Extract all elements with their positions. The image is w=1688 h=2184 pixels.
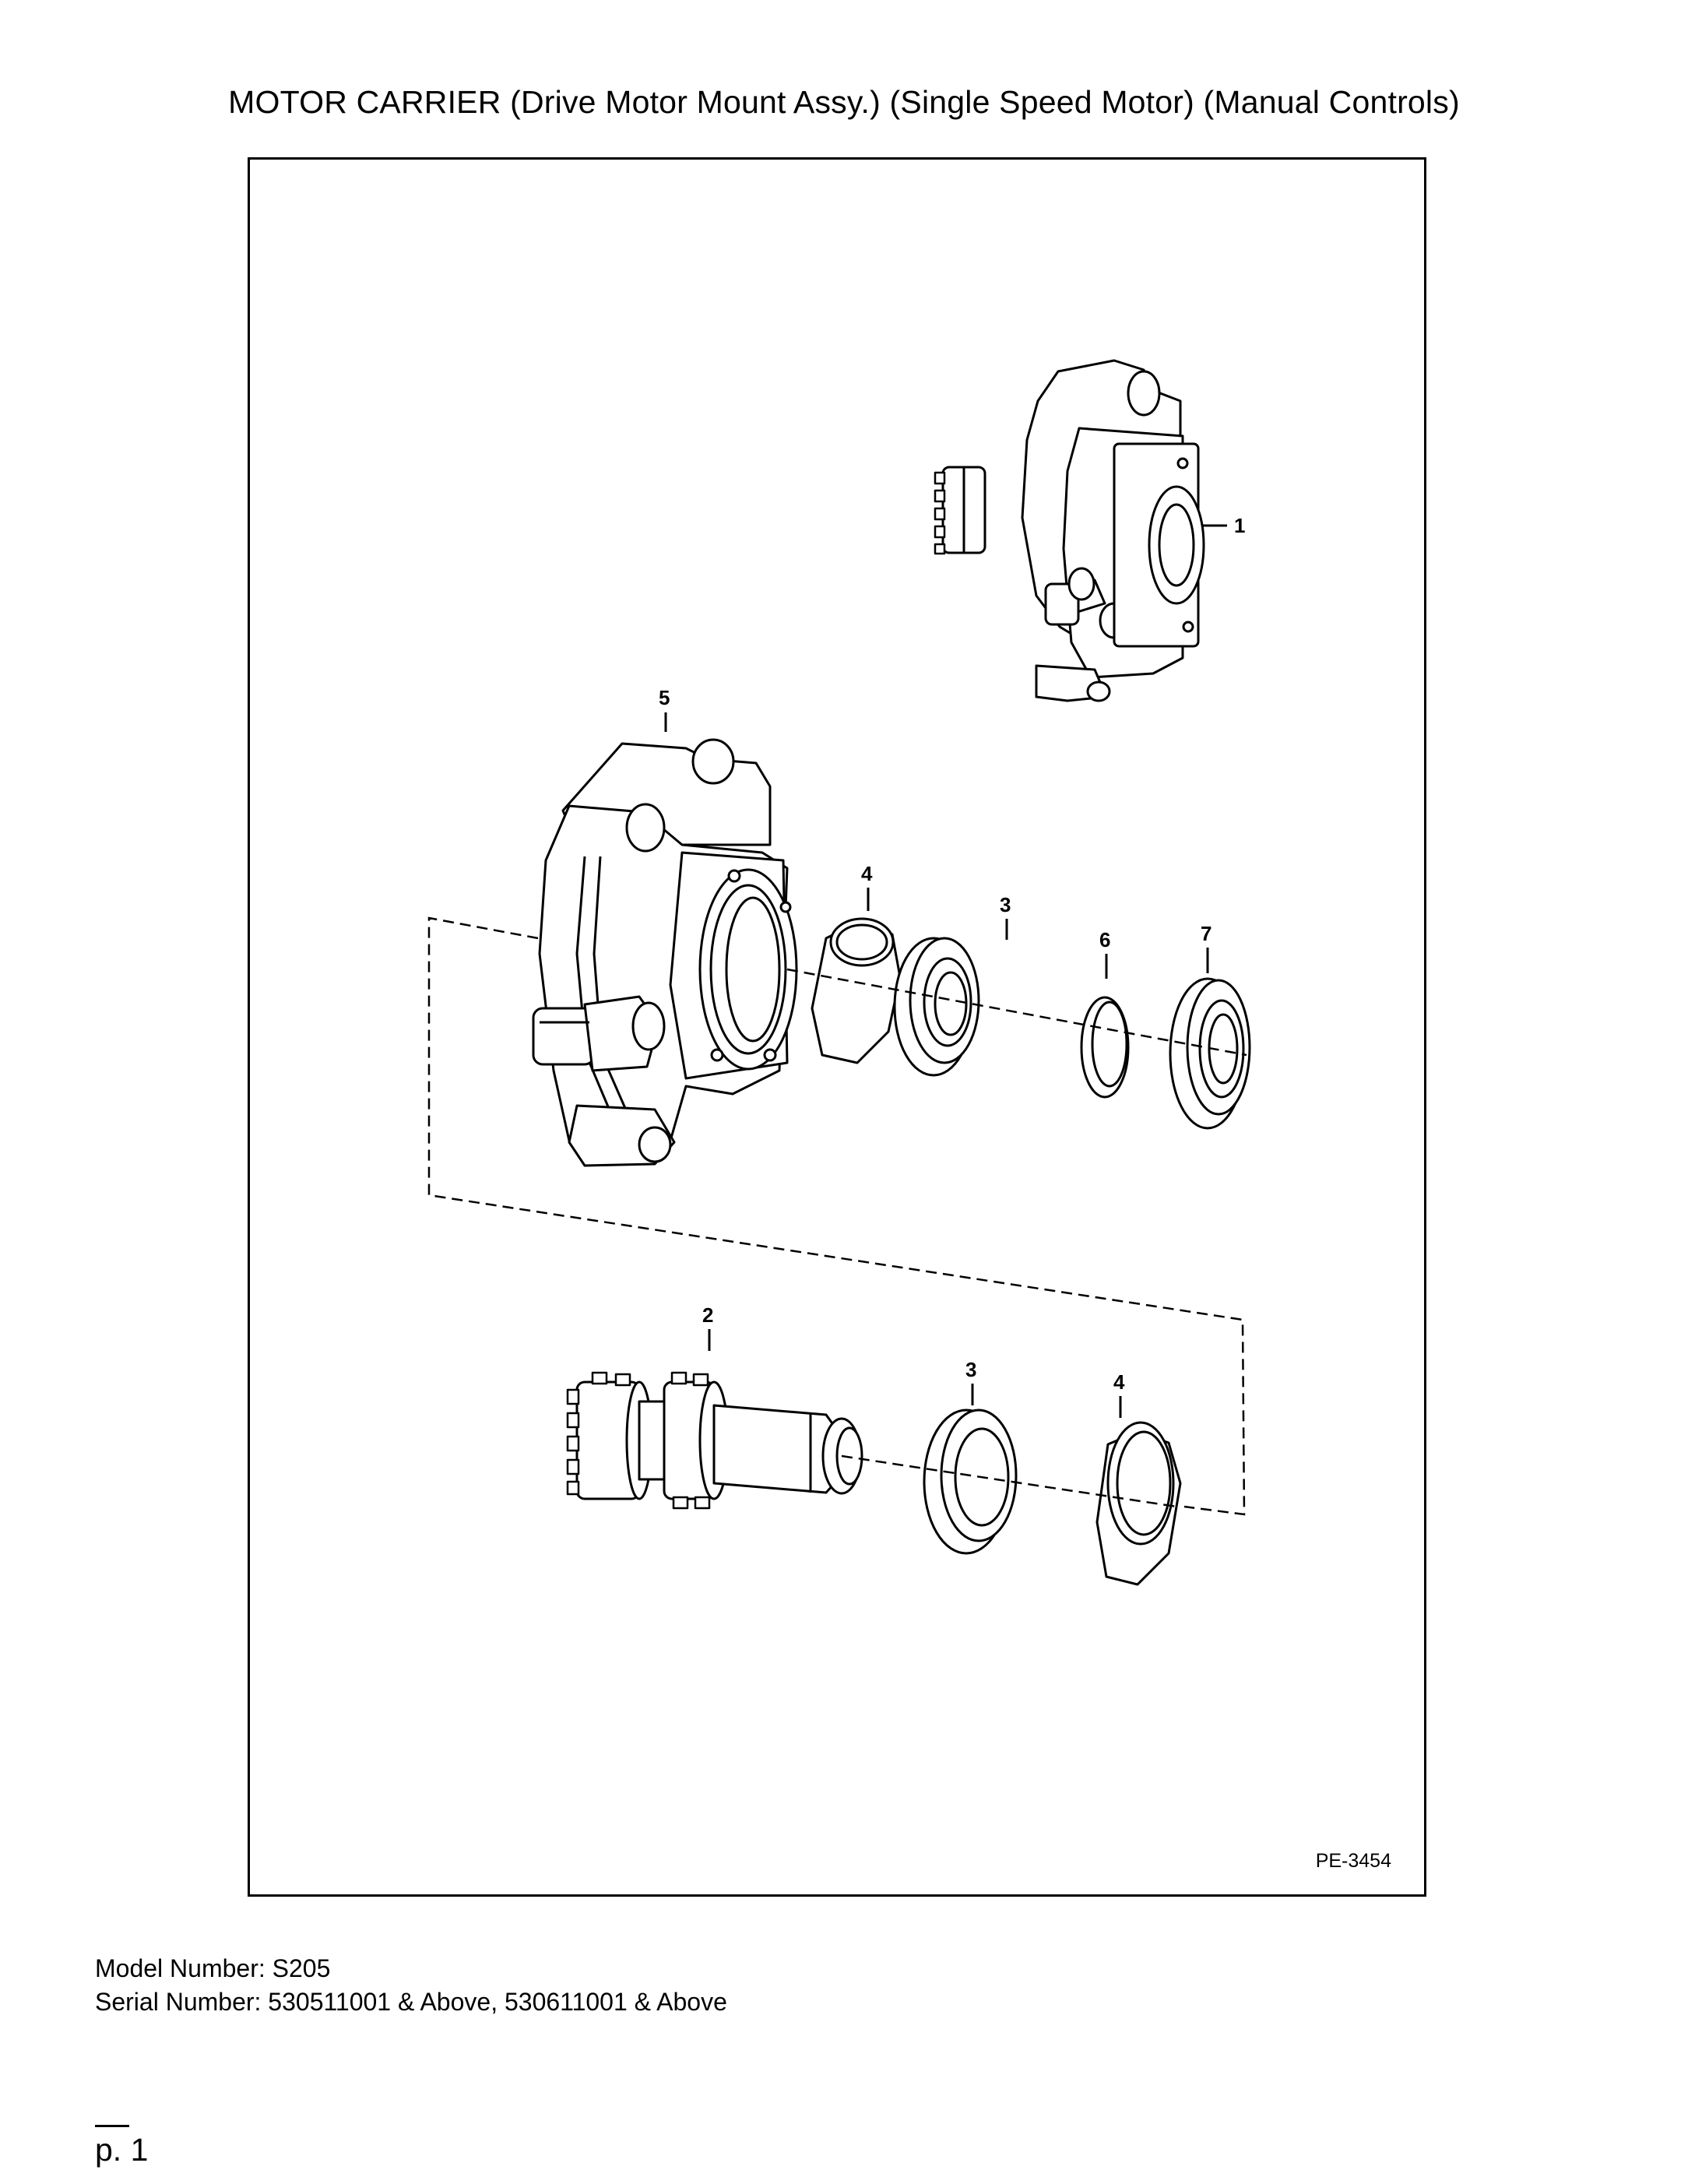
exploded-parts-diagram: 1 5 4 3 6 7 2 3 4 bbox=[427, 359, 1251, 1586]
model-number: Model Number: S205 bbox=[95, 1954, 331, 1982]
callout-4-lower: 4 bbox=[1113, 1370, 1125, 1394]
page-rule bbox=[95, 2125, 129, 2127]
page-title: MOTOR CARRIER (Drive Motor Mount Assy.) … bbox=[228, 84, 1460, 120]
callout-1: 1 bbox=[1234, 514, 1245, 537]
part-4-bearing-cup-lower bbox=[1095, 1421, 1182, 1586]
part-4-bearing-cup-upper bbox=[811, 917, 902, 1064]
part-1-assembled-carrier bbox=[934, 359, 1205, 702]
alignment-lines bbox=[427, 916, 1247, 1516]
part-3-bearing-upper bbox=[893, 937, 980, 1077]
part-5-housing bbox=[532, 738, 798, 1167]
page-number: p. 1 bbox=[95, 2132, 149, 2168]
plate-id: PE-3454 bbox=[1315, 1850, 1391, 1872]
callout-5: 5 bbox=[659, 686, 670, 709]
diagram-frame: 1 5 4 3 6 7 2 3 4 PE-3454 bbox=[248, 157, 1426, 1897]
callout-7: 7 bbox=[1201, 922, 1211, 945]
part-7-seal bbox=[1169, 977, 1251, 1130]
part-2-axle-shaft bbox=[566, 1371, 863, 1510]
part-6-snap-ring bbox=[1080, 996, 1130, 1099]
callout-6: 6 bbox=[1099, 928, 1110, 951]
serial-number: Serial Number: 530511001 & Above, 530611… bbox=[95, 1988, 727, 2016]
callout-3-lower: 3 bbox=[965, 1358, 976, 1381]
callout-3: 3 bbox=[1000, 893, 1011, 916]
leader-lines bbox=[664, 524, 1227, 1418]
part-3-bearing-lower bbox=[923, 1409, 1018, 1555]
callout-4: 4 bbox=[861, 862, 873, 885]
callout-2: 2 bbox=[702, 1303, 713, 1327]
